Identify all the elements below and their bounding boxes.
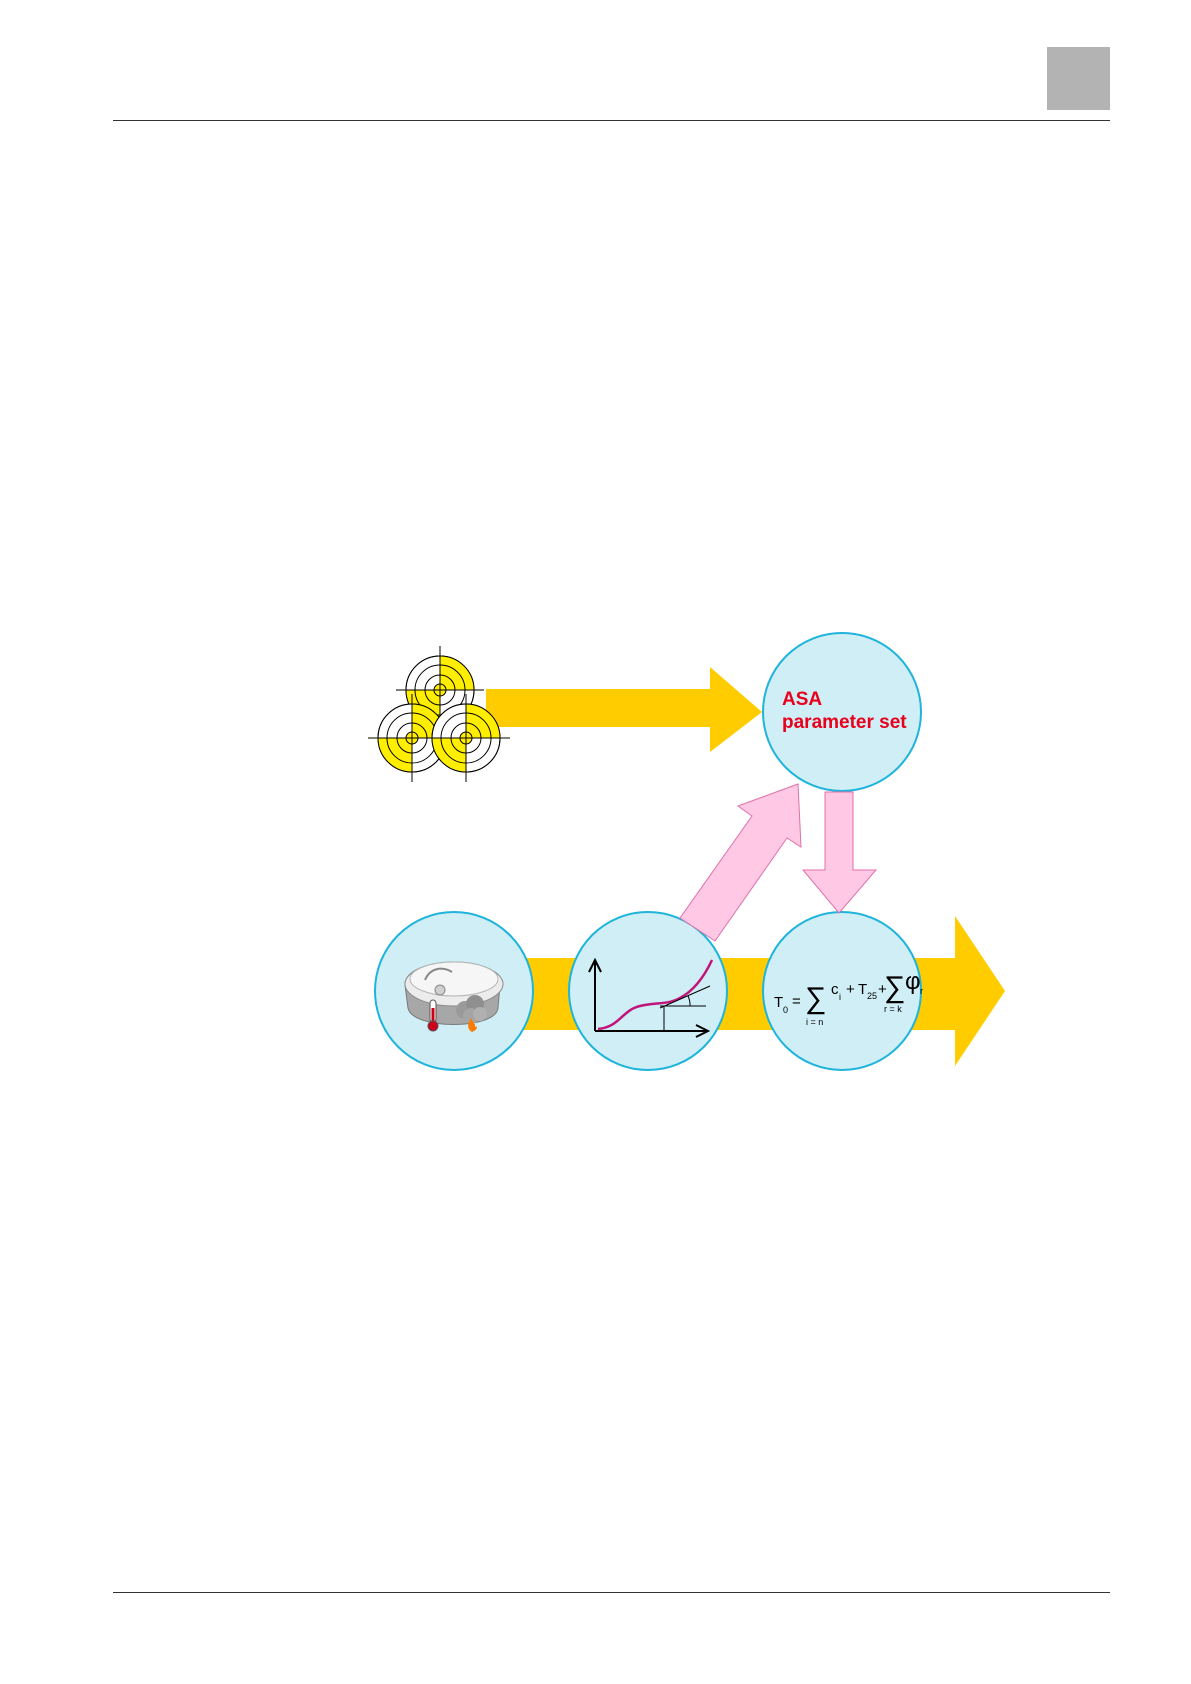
asa-label-line1: ASA xyxy=(782,688,942,711)
asa-parameter-label: ASA parameter set xyxy=(782,688,942,734)
formula-sum1-term: c xyxy=(831,981,839,998)
asa-label-line2: parameter set xyxy=(782,711,942,734)
formula-sum2-index: r = k xyxy=(884,1004,902,1014)
formula-mid-sub: 25 xyxy=(867,991,877,1001)
top-yellow-arrow xyxy=(486,667,762,752)
formula-lhs: T xyxy=(774,994,783,1011)
formula-eq: = xyxy=(792,993,801,1010)
formula-sum1-index: i = n xyxy=(806,1017,823,1027)
sum1-sign: ∑ xyxy=(805,982,826,1015)
pink-diagonal-arrow xyxy=(680,784,801,941)
pink-down-arrow xyxy=(803,792,876,913)
thermometer-icon xyxy=(428,1000,438,1031)
footer-rule xyxy=(113,1592,1110,1593)
curve-node xyxy=(569,912,727,1070)
formula-plus1: + xyxy=(846,981,855,998)
formula-sum1-term-sub: i xyxy=(839,992,841,1002)
formula-lhs-sub: 0 xyxy=(783,1005,788,1015)
formula-sum2-term-sub: r xyxy=(920,986,923,996)
target-pattern-icon xyxy=(368,646,510,782)
formula-sum2-term: φ xyxy=(905,968,921,995)
formula-mid: T xyxy=(858,981,867,998)
sum2-sign: ∑ xyxy=(884,971,905,1004)
